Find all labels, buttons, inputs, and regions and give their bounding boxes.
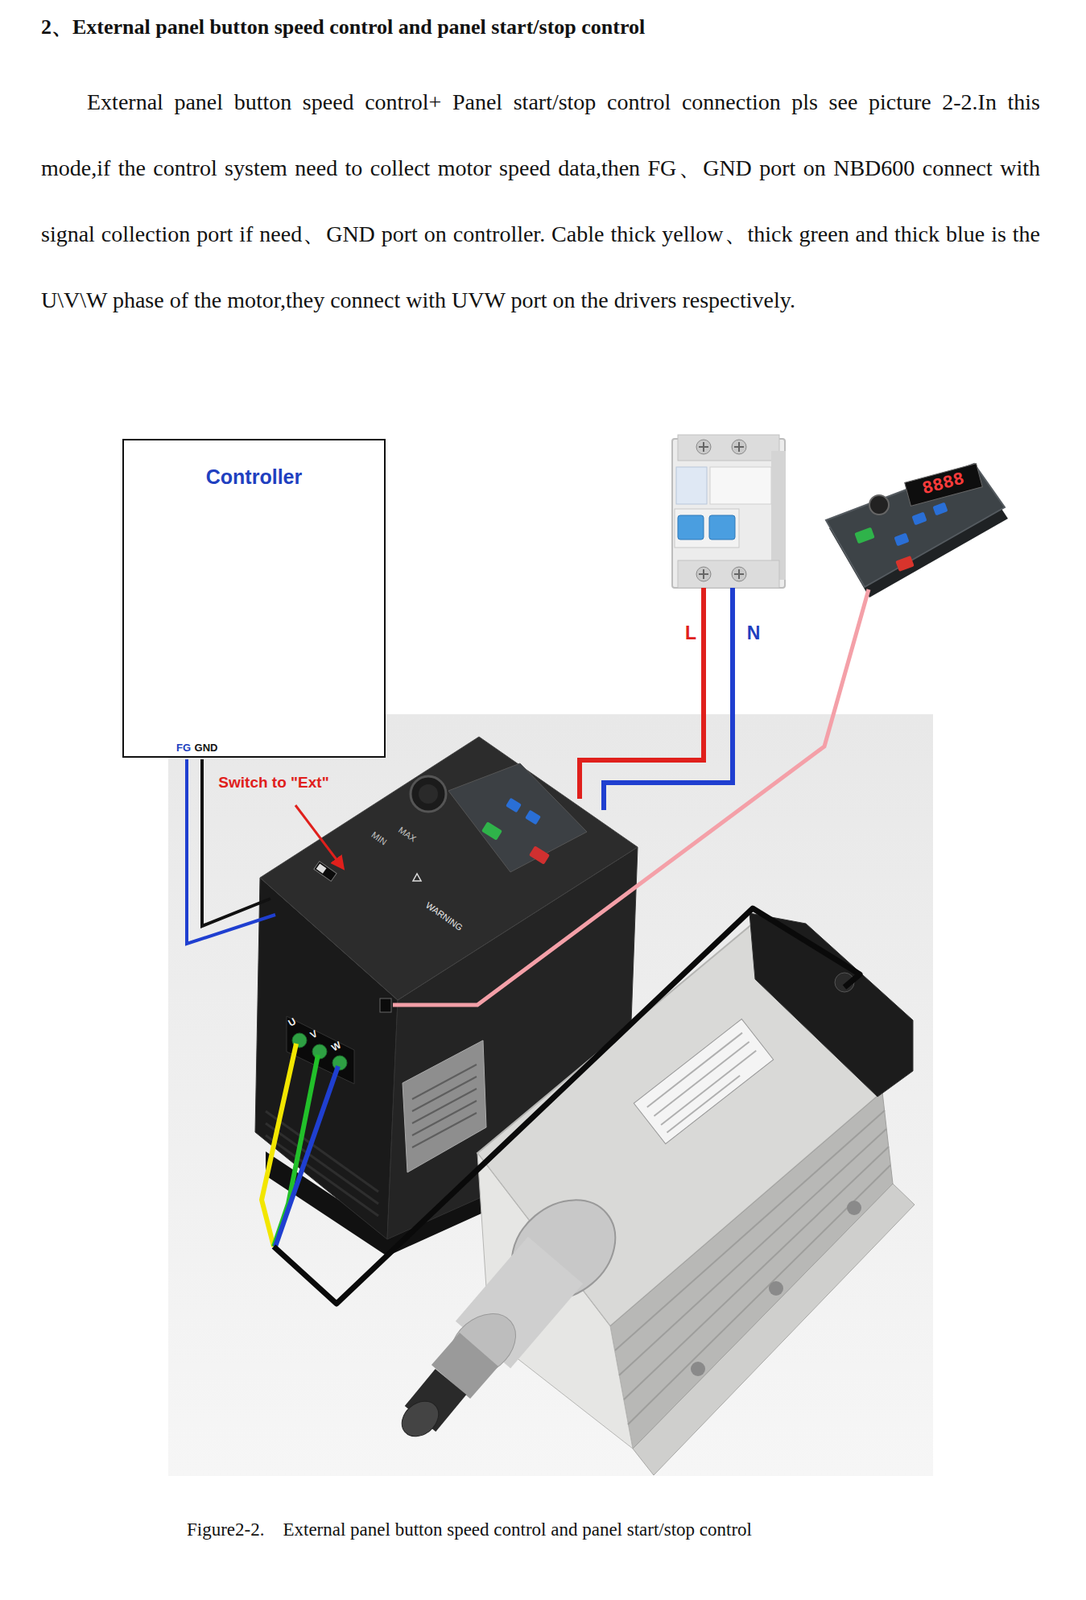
phase-v-wire: [273, 1054, 318, 1247]
cooling-fins: [615, 1110, 891, 1425]
ext-switch: [313, 861, 337, 882]
breaker-body: [672, 438, 785, 588]
breaker-lever: [677, 515, 704, 540]
motor-side-face: [610, 1091, 893, 1449]
panel-knob: [869, 495, 889, 515]
panel-face: [825, 463, 1005, 587]
driver-button: [505, 797, 522, 814]
sticker-lines: [412, 1064, 477, 1148]
motor-end-cap: [749, 912, 913, 1097]
mount-hole: [846, 1200, 862, 1215]
pin-name: GND: [194, 742, 219, 754]
panel-button: [911, 512, 927, 526]
spindle-motor: [395, 912, 915, 1475]
pin-name: FG: [176, 742, 191, 754]
stop-button: [895, 555, 915, 572]
pointer-arrow: [295, 805, 343, 868]
stop-button: [528, 845, 550, 865]
name-plate: [633, 1018, 773, 1144]
breaker-lever-base: [674, 508, 740, 548]
ext-panel-port: [379, 998, 392, 1012]
section-heading: 2、External panel button speed control an…: [41, 13, 645, 42]
vent-slots: [265, 1110, 379, 1216]
panel-cable: [392, 589, 869, 1005]
spindle-nut: [450, 1349, 479, 1382]
motor-front-face: [477, 1152, 633, 1449]
driver-knob-cap: [418, 784, 438, 804]
breaker-top-block: [677, 434, 780, 461]
phase-w-wire: [275, 1065, 339, 1247]
spindle-end: [437, 1300, 528, 1388]
live-wire: [579, 587, 704, 799]
breaker-center-band: [710, 466, 772, 504]
wire-label: L: [685, 623, 697, 644]
breaker-lever: [709, 515, 736, 540]
callout-note: Switch to "Ext": [218, 774, 329, 792]
wire-label: N: [747, 623, 761, 644]
panel-button: [893, 532, 909, 547]
photo-background: [168, 714, 934, 1476]
breaker-label-strip: [676, 466, 707, 504]
driver-sticker: [402, 1040, 487, 1173]
phase-u-wire: [261, 1043, 297, 1247]
external-panel: [825, 463, 1008, 598]
figure-caption: Figure2-2. External panel button speed c…: [186, 1516, 752, 1543]
run-button: [854, 527, 875, 545]
screw-slot: [698, 569, 744, 579]
mount-hole: [690, 1361, 706, 1376]
ext-switch-slider: [316, 863, 327, 873]
box-title: Controller: [206, 464, 302, 489]
driver-keypad: [448, 763, 587, 872]
neutral-wire: [603, 587, 733, 810]
name-plate-lines: [647, 1032, 763, 1133]
panel-display: [904, 463, 983, 507]
controller-box: Controller: [122, 438, 386, 758]
driver-knob: [410, 776, 446, 812]
screw-slot: [698, 441, 744, 452]
breaker-bottom-block: [677, 560, 780, 588]
warning-triangle: [412, 873, 422, 881]
collet-end: [395, 1393, 446, 1443]
panel-button: [932, 502, 948, 517]
run-button: [481, 821, 503, 841]
motor-ground-wire: [273, 908, 860, 1304]
body-paragraph: External panel button speed control+ Pan…: [41, 69, 1041, 334]
driver-button: [524, 809, 541, 826]
circuit-breaker: [672, 434, 786, 588]
mount-hole: [768, 1280, 784, 1296]
